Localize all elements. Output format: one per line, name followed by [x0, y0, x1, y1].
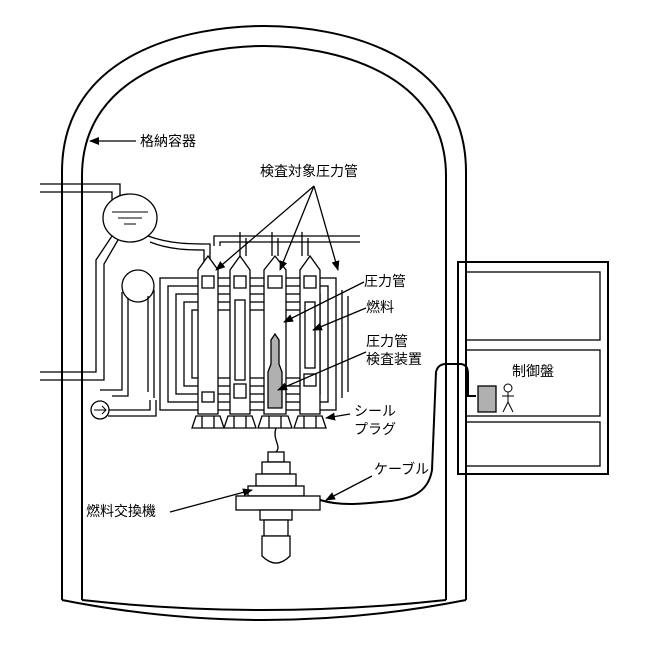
- steam-drum: [102, 193, 211, 270]
- label-fuel-machine: 燃料交換機: [86, 503, 156, 520]
- label-inspection-device-1: 圧力管: [366, 334, 408, 350]
- pressure-tube-1: [197, 254, 219, 415]
- steam-piping: [40, 183, 121, 381]
- label-control-panel: 制御盤: [512, 364, 554, 380]
- seal-plugs: [191, 415, 327, 429]
- control-panel: [477, 385, 497, 413]
- label-seal-plug-1: シール: [354, 404, 396, 420]
- leader-lines: [89, 137, 373, 513]
- pressure-tube-3: [263, 254, 287, 415]
- labels: 格納容器 検査対象圧力管 圧力管 燃料 圧力管 検査装置 制御盤 シール プラグ…: [86, 133, 554, 520]
- label-pressure-tube: 圧力管: [364, 274, 406, 290]
- fuel-handling-machine: [235, 427, 321, 564]
- label-inspection-device-2: 検査装置: [366, 352, 422, 368]
- label-cable: ケーブル: [374, 461, 429, 478]
- label-containment: 格納容器: [140, 133, 196, 150]
- label-inspected-tubes: 検査対象圧力管: [260, 164, 358, 180]
- containment-vessel: [61, 24, 467, 621]
- label-seal-plug-2: プラグ: [354, 422, 396, 438]
- recirculation-loop: [90, 269, 157, 420]
- pressure-tube-4: [299, 254, 321, 415]
- control-panel-group: [477, 383, 514, 413]
- header-pipes: [213, 232, 360, 256]
- pressure-tube-2: [229, 254, 251, 415]
- operator-figure: [502, 383, 514, 413]
- inspection-cable: [319, 363, 476, 505]
- label-fuel: 燃料: [366, 299, 394, 316]
- pressure-tubes: [197, 254, 321, 415]
- control-building: [457, 261, 609, 475]
